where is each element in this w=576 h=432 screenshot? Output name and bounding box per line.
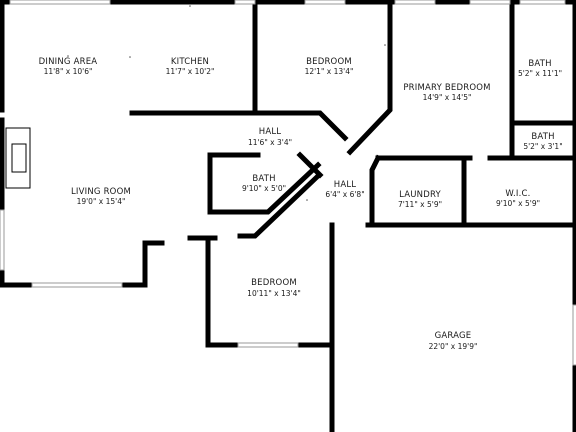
primary-dims: 14'9" x 14'5" bbox=[423, 93, 472, 102]
bath2-dims: 5'2" x 3'1" bbox=[523, 142, 562, 151]
bath3-name: BATH bbox=[252, 174, 275, 184]
wic-name: W.I.C. bbox=[505, 189, 530, 199]
wall-hall-lower-left bbox=[237, 172, 322, 239]
wic-dims: 9'10" x 5'9" bbox=[496, 199, 540, 208]
wall-bedroom1-bottom bbox=[252, 110, 349, 142]
window-top-left bbox=[9, 0, 111, 5]
garage-dims: 22'0" x 19'9" bbox=[429, 342, 478, 351]
hall2-name: HALL bbox=[334, 180, 357, 190]
dining-dims: 11'8" x 10'6" bbox=[44, 67, 93, 76]
living-dims: 19'0" x 15'4" bbox=[77, 197, 126, 206]
windows bbox=[0, 0, 576, 366]
window-left bbox=[0, 209, 5, 271]
window-top-bath bbox=[519, 0, 566, 5]
dining-name: DINING AREA bbox=[39, 57, 98, 67]
bedroom2-name: BEDROOM bbox=[251, 278, 297, 288]
kitchen-name: KITCHEN bbox=[171, 57, 209, 67]
laundry-name: LAUNDRY bbox=[399, 190, 441, 200]
fireplace bbox=[5, 127, 31, 189]
window-living-bottom bbox=[31, 282, 123, 288]
window-top-primary-2 bbox=[469, 0, 511, 5]
marker-dot bbox=[189, 5, 191, 7]
wall-living-bottom bbox=[0, 240, 165, 288]
markers bbox=[67, 5, 386, 201]
living-name: LIVING ROOM bbox=[71, 187, 131, 197]
primary-name: PRIMARY BEDROOM bbox=[403, 83, 490, 93]
wall-bedroom1-right bbox=[346, 0, 393, 156]
bedroom1-name: BEDROOM bbox=[306, 57, 352, 67]
bath1-dims: 5'2" x 11'1" bbox=[518, 69, 562, 78]
hall1-name: HALL bbox=[259, 127, 282, 137]
window-bedroom2-bottom bbox=[237, 342, 299, 348]
kitchen-dims: 11'7" x 10'2" bbox=[166, 67, 215, 76]
bedroom2-dims: 10'11" x 13'4" bbox=[247, 289, 301, 298]
window-garage-right bbox=[572, 304, 576, 366]
garage-name: GARAGE bbox=[435, 331, 472, 341]
wall-hall-diagonal bbox=[259, 161, 322, 215]
marker-dot bbox=[129, 56, 131, 58]
laundry-dims: 7'11" x 5'9" bbox=[398, 200, 442, 209]
window-top-primary bbox=[394, 0, 436, 5]
bedroom1-dims: 12'1" x 13'4" bbox=[305, 67, 354, 76]
bath2-name: BATH bbox=[531, 132, 554, 142]
window-top-bedroom1 bbox=[304, 0, 346, 5]
wall-laundry-left bbox=[369, 154, 382, 228]
wall-bath3-diag bbox=[296, 151, 324, 179]
bath3-dims: 9'10" x 5'0" bbox=[242, 184, 286, 193]
room-labels: DINING AREA 11'8" x 10'6" KITCHEN 11'7" … bbox=[39, 57, 563, 351]
hall1-dims: 11'6" x 3'4" bbox=[248, 138, 292, 147]
wall-bath-left bbox=[487, 0, 515, 161]
bath1-name: BATH bbox=[528, 59, 551, 69]
marker-dot bbox=[384, 44, 386, 46]
marker-dot bbox=[67, 55, 69, 57]
hall2-dims: 6'4" x 6'8" bbox=[325, 190, 364, 199]
marker-dot bbox=[306, 199, 308, 201]
window-top-kitchen bbox=[234, 0, 256, 5]
